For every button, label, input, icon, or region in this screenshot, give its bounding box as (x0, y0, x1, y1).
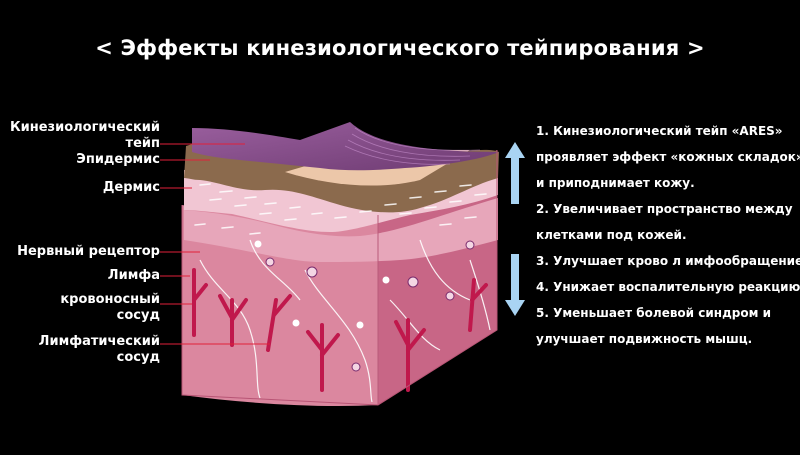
label-dermis: Дермис (102, 180, 160, 195)
effects-line: 4. Унижает воспалительную реакцию. (536, 280, 800, 294)
effects-list: 1. Кинезиологический тейп «ARES» проявля… (536, 118, 800, 352)
label-nerve-receptor: Нервный рецептор (17, 244, 160, 259)
layer-labels: Кинезиологический тейп Эпидермис Дермис … (0, 0, 170, 455)
arrow-up-icon (505, 142, 525, 204)
diagram-title: < Эффекты кинезиологического тейпировани… (95, 36, 705, 60)
label-lymph: Лимфа (107, 268, 160, 283)
effects-line: улучшает подвижность мышц. (536, 332, 753, 346)
effects-line: клетками под кожей. (536, 228, 687, 242)
effects-line: 3. Улучшает крово л имфообращение. (536, 254, 800, 268)
label-lymphatic-vessel: Лимфатический сосуд (38, 334, 160, 365)
effects-line: 2. Увеличивает пространство между (536, 202, 793, 216)
effects-line: 1. Кинезиологический тейп «ARES» (536, 124, 783, 138)
effects-line: и приподнимает кожу. (536, 176, 695, 190)
label-blood-vessel: кровоносный сосуд (60, 292, 160, 323)
effects-line: 5. Уменьшает болевой синдром и (536, 306, 771, 320)
label-kinesio-tape: Кинезиологический тейп (10, 120, 160, 151)
effects-line: проявляет эффект «кожных складок» (536, 150, 800, 164)
label-epidermis: Эпидермис (76, 152, 160, 167)
arrow-down-icon (505, 254, 525, 316)
